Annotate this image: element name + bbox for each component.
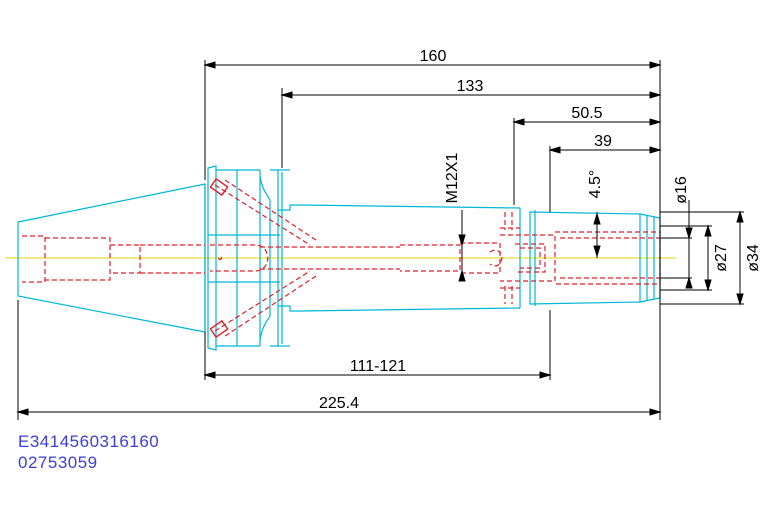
part-number: 02753059 bbox=[18, 453, 98, 472]
dim-overall: 225.4 bbox=[319, 395, 359, 412]
dim-angle: 4.5° bbox=[587, 170, 604, 199]
dim-39: 39 bbox=[594, 133, 612, 150]
outline-geometry bbox=[17, 165, 661, 351]
dim-dia16: ø16 bbox=[673, 176, 690, 204]
dim-133: 133 bbox=[457, 78, 484, 95]
dim-range: 111-121 bbox=[350, 358, 406, 375]
dim-dia34: ø34 bbox=[745, 244, 762, 272]
dim-dia27: ø27 bbox=[713, 244, 730, 272]
dim-50-5: 50.5 bbox=[571, 105, 602, 122]
part-code: E3414560316160 bbox=[18, 432, 160, 451]
drive-keys bbox=[209, 177, 229, 339]
hidden-geometry bbox=[22, 179, 661, 337]
dim-160: 160 bbox=[420, 48, 447, 65]
dim-thread: M12X1 bbox=[444, 153, 461, 204]
dimension-lines bbox=[16, 60, 744, 420]
